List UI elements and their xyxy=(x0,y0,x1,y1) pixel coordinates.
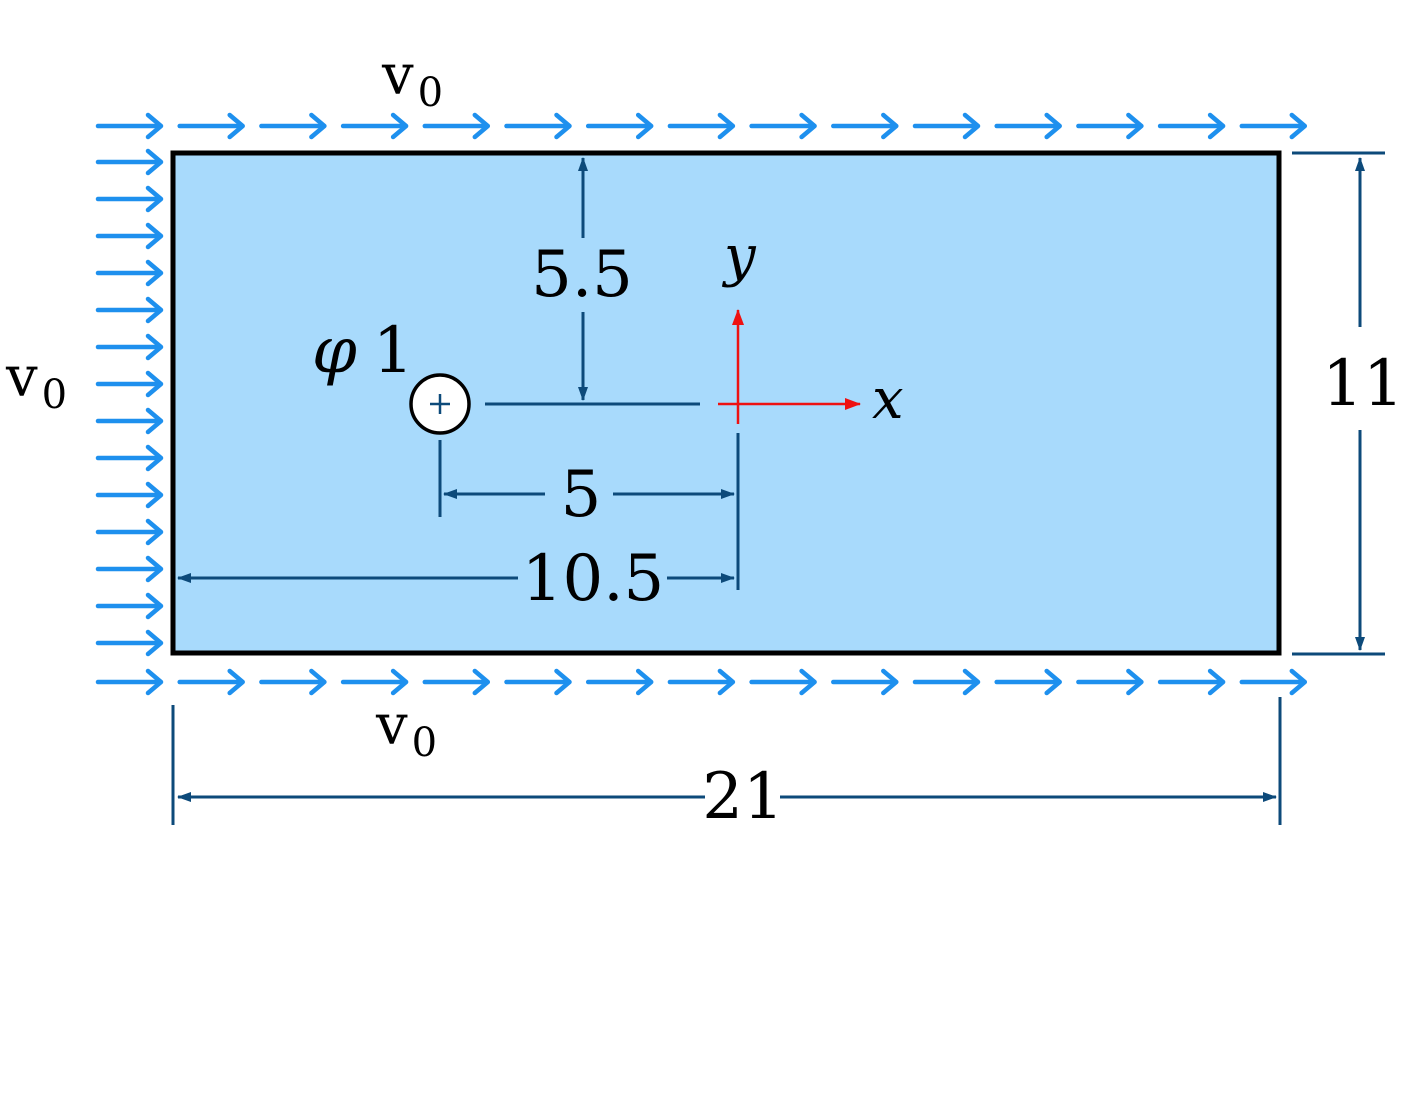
cylinder xyxy=(409,373,471,435)
inflow-arrow-top xyxy=(504,112,572,140)
inflow-arrow-bottom xyxy=(95,668,164,696)
dim-5-label: 5 xyxy=(561,458,602,532)
inflow-arrow-bottom xyxy=(912,668,981,696)
inflow-arrow-bottom xyxy=(831,668,899,696)
axis-y-label: y xyxy=(721,224,757,289)
inflow-arrow-top xyxy=(1239,112,1308,140)
inflow-arrow-left xyxy=(95,259,164,287)
inflow-arrow-top xyxy=(1157,112,1226,140)
inflow-arrow-left xyxy=(95,185,164,213)
inflow-arrow-top xyxy=(585,112,654,140)
inflow-arrow-bottom xyxy=(585,668,654,696)
inflow-arrow-left xyxy=(95,555,164,583)
inflow-arrow-top xyxy=(340,112,409,140)
inflow-arrow-bottom xyxy=(177,668,245,696)
inflow-arrow-bottom xyxy=(1157,668,1226,696)
inflow-arrow-top xyxy=(831,112,899,140)
inflow-arrows-top xyxy=(95,112,1308,140)
inflow-arrow-left xyxy=(95,444,164,472)
dim-10-5-label: 10.5 xyxy=(522,542,665,616)
inflow-arrow-left xyxy=(95,222,164,250)
inflow-arrow-bottom xyxy=(749,668,817,696)
inflow-arrow-top xyxy=(95,112,164,140)
inflow-arrow-left xyxy=(95,370,164,398)
axis-x-label: x xyxy=(872,367,904,432)
inflow-arrow-left xyxy=(95,148,164,176)
inflow-arrow-top xyxy=(912,112,981,140)
inflow-arrow-top xyxy=(422,112,491,140)
inflow-arrows-left xyxy=(95,148,164,657)
inflow-arrow-top xyxy=(259,112,327,140)
inflow-arrows-bottom xyxy=(95,668,1308,696)
inflow-arrow-bottom xyxy=(1239,668,1308,696)
inflow-arrow-bottom xyxy=(1076,668,1144,696)
inflow-arrow-left xyxy=(95,296,164,324)
dim-5-5-label: 5.5 xyxy=(531,238,633,312)
inflow-arrow-bottom xyxy=(504,668,572,696)
inflow-arrow-top xyxy=(1076,112,1144,140)
inflow-arrow-left xyxy=(95,518,164,546)
dim-21-label: 21 xyxy=(702,760,783,834)
inflow-arrow-bottom xyxy=(667,668,736,696)
inflow-arrow-top xyxy=(177,112,245,140)
inflow-arrow-left xyxy=(95,333,164,361)
inflow-arrow-bottom xyxy=(340,668,409,696)
inflow-arrow-left xyxy=(95,629,164,657)
inflow-arrow-left xyxy=(95,407,164,435)
inflow-arrow-top xyxy=(667,112,736,140)
inflow-arrow-top xyxy=(749,112,817,140)
inflow-arrow-top xyxy=(994,112,1062,140)
inflow-arrow-bottom xyxy=(259,668,327,696)
inflow-arrow-bottom xyxy=(422,668,491,696)
inflow-arrow-left xyxy=(95,592,164,620)
inflow-arrow-left xyxy=(95,481,164,509)
dim-11-label: 11 xyxy=(1322,347,1403,421)
inflow-arrow-bottom xyxy=(994,668,1062,696)
